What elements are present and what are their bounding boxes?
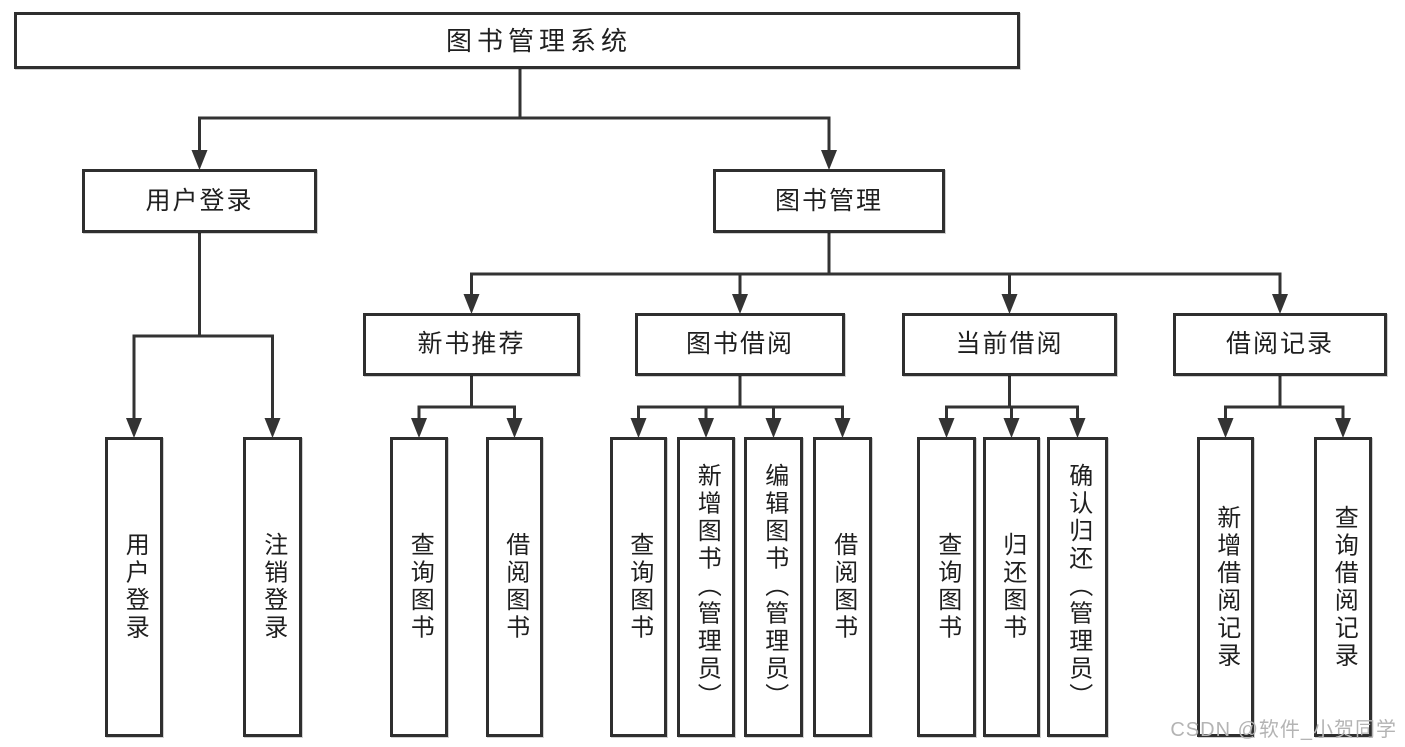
node-label: 查询借阅记录 — [1330, 504, 1358, 670]
node-add-borrow-record: 新增借阅记录 — [1197, 437, 1254, 737]
node-label: 新增借阅记录 — [1212, 504, 1240, 670]
node-borrow-books-rec: 借阅图书 — [486, 437, 543, 737]
arrowhead-icon — [1272, 294, 1288, 314]
node-label: 用户登录 — [145, 186, 254, 215]
arrowhead-icon — [463, 294, 480, 314]
node-label: 新书推荐 — [417, 330, 526, 358]
node-query-books-rec: 查询图书 — [390, 437, 448, 737]
node-logout: 注销登录 — [243, 437, 302, 737]
node-label: 当前借阅 — [955, 330, 1064, 358]
node-label: 查询图书 — [933, 532, 961, 642]
node-book-borrow: 图书借阅 — [635, 313, 845, 376]
node-label: 借阅记录 — [1225, 330, 1334, 358]
node-label: 图书借阅 — [685, 330, 794, 358]
node-label: 查询图书 — [625, 532, 653, 642]
node-label: 借阅图书 — [501, 532, 529, 642]
arrowhead-icon — [698, 418, 714, 438]
arrowhead-icon — [630, 418, 647, 438]
node-label: 确认归还（管理员） — [1064, 463, 1092, 711]
arrowhead-icon — [411, 418, 427, 438]
node-label: 图书管理 — [774, 186, 883, 215]
arrowhead-icon — [765, 418, 782, 438]
arrowhead-icon — [821, 150, 837, 170]
arrowhead-icon — [506, 418, 523, 438]
node-label: 查询图书 — [406, 532, 434, 642]
node-query-books-current: 查询图书 — [917, 437, 976, 737]
node-add-book-admin: 新增图书（管理员） — [677, 437, 735, 737]
arrowhead-icon — [264, 418, 281, 438]
node-root: 图书管理系统 — [14, 12, 1020, 69]
arrowhead-icon — [732, 294, 748, 314]
arrowhead-icon — [1001, 294, 1018, 314]
arrowhead-icon — [1069, 418, 1086, 438]
node-label: 注销登录 — [259, 532, 287, 642]
node-label: 借阅图书 — [829, 532, 857, 642]
arrowhead-icon — [126, 418, 142, 438]
node-confirm-return-admin: 确认归还（管理员） — [1047, 437, 1108, 737]
node-query-borrow-record: 查询借阅记录 — [1314, 437, 1372, 737]
node-user-login: 用户登录 — [82, 169, 317, 233]
node-book-mgmt: 图书管理 — [713, 169, 945, 233]
node-return-book: 归还图书 — [983, 437, 1040, 737]
node-label: 编辑图书（管理员） — [760, 463, 788, 711]
arrowhead-icon — [1003, 418, 1020, 438]
arrowhead-icon — [1217, 418, 1234, 438]
node-edit-book-admin: 编辑图书（管理员） — [744, 437, 803, 737]
node-query-books-borrow: 查询图书 — [610, 437, 667, 737]
node-current-borrow: 当前借阅 — [902, 313, 1117, 376]
arrowhead-icon — [834, 418, 851, 438]
node-borrow-books-borrow: 借阅图书 — [813, 437, 872, 737]
arrowhead-icon — [191, 150, 208, 170]
node-new-book-rec: 新书推荐 — [363, 313, 580, 376]
node-label: 图书管理系统 — [445, 25, 632, 56]
node-login: 用户登录 — [105, 437, 163, 737]
arrowhead-icon — [1335, 418, 1351, 438]
node-label: 用户登录 — [121, 532, 149, 642]
node-borrow-records: 借阅记录 — [1173, 313, 1387, 376]
node-label: 归还图书 — [998, 532, 1026, 642]
arrowhead-icon — [938, 418, 955, 438]
node-label: 新增图书（管理员） — [693, 463, 721, 711]
